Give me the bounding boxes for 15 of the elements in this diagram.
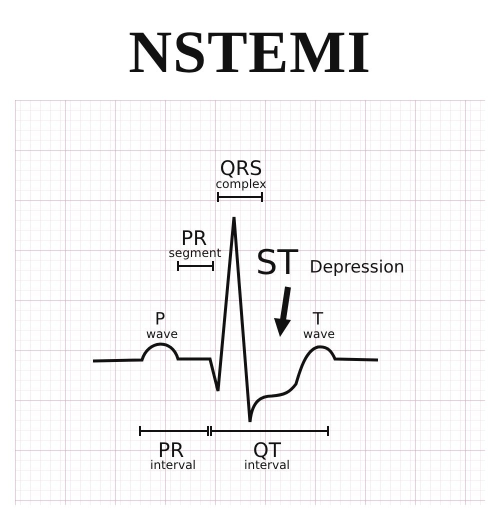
wave-label: wave — [303, 328, 335, 340]
wave-label: T — [312, 312, 324, 328]
measure-label: interval — [244, 459, 290, 471]
measure-label: segment — [168, 247, 222, 259]
measure-label: QRS — [220, 158, 262, 178]
measure-label: PR — [158, 440, 184, 460]
measure-label: interval — [150, 459, 196, 471]
wave-label: wave — [146, 328, 178, 340]
annotation-label: Depression — [309, 260, 405, 276]
measure-label: complex — [216, 178, 266, 190]
measure-label: QT — [253, 440, 281, 460]
wave-label: P — [154, 312, 166, 328]
measure-label: PR — [181, 228, 207, 248]
title: NSTEMI — [128, 22, 372, 82]
annotation-label: ST — [256, 246, 298, 280]
